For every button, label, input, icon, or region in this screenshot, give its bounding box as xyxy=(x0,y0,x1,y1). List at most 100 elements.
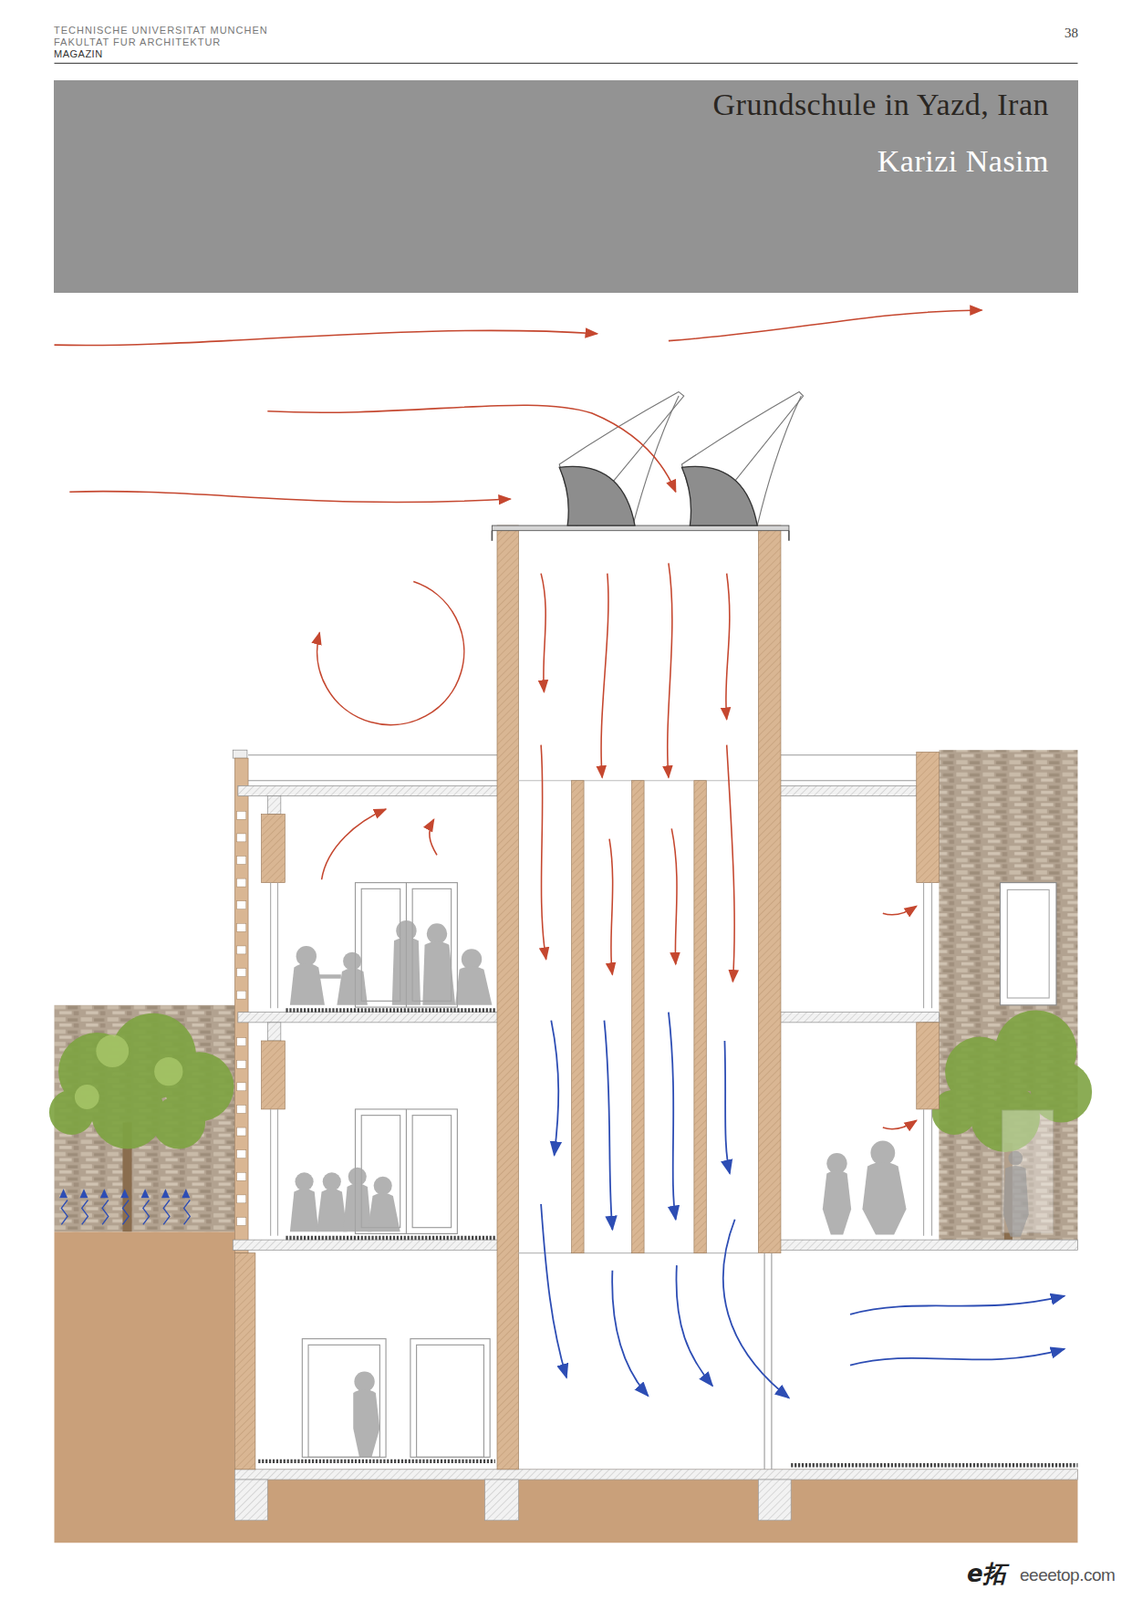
left-building xyxy=(237,1194,247,1204)
warm-air-arrow xyxy=(668,310,982,342)
left-courtyard xyxy=(163,1200,170,1226)
left-building xyxy=(248,754,498,756)
people xyxy=(290,1188,319,1232)
header-text: FAKULTAT FUR ARCHITEKTUR xyxy=(53,36,221,48)
warm-air-arrow xyxy=(671,828,677,965)
right-building xyxy=(923,882,925,1009)
right-building xyxy=(916,1022,940,1110)
people xyxy=(316,1188,348,1232)
left-building xyxy=(248,779,498,781)
right-facade xyxy=(1007,889,1049,998)
wind-tower xyxy=(770,1253,772,1470)
left-building xyxy=(355,1109,458,1234)
cool-air-arrow xyxy=(603,1020,613,1230)
left-building xyxy=(232,749,906,1470)
right-building xyxy=(924,882,933,1236)
right-building xyxy=(931,882,933,1009)
left-courtyard xyxy=(49,1013,234,1150)
ground xyxy=(235,1469,1079,1480)
title-text: Grundschule in Yazd, Iran xyxy=(713,87,1050,123)
right-building xyxy=(772,1239,1078,1250)
ground xyxy=(485,1479,520,1521)
people xyxy=(353,1370,374,1392)
left-building xyxy=(235,1253,256,1470)
warm-air-arrow xyxy=(882,1120,917,1129)
cool-air-arrow xyxy=(675,1265,713,1386)
warm-air-arrow xyxy=(321,809,386,880)
left-building xyxy=(237,1127,247,1136)
warm-air-arrow xyxy=(267,405,676,492)
right-facade xyxy=(1003,1165,1029,1237)
left-building xyxy=(270,882,279,1236)
left-courtyard xyxy=(141,1188,150,1198)
wind-tower xyxy=(559,392,684,527)
cool-air-arrow xyxy=(540,1012,1065,1399)
wind-tower xyxy=(788,530,790,541)
left-courtyard xyxy=(184,1200,191,1226)
ground xyxy=(235,1479,269,1521)
left-courtyard xyxy=(143,1200,150,1226)
warm-air-arrow xyxy=(429,819,437,855)
wind-tower xyxy=(757,395,801,526)
left-building xyxy=(267,796,281,815)
wind-tower xyxy=(559,466,635,526)
right-facade xyxy=(1007,1151,1023,1166)
warm-air-arrow xyxy=(882,905,917,914)
warm-air-arrow xyxy=(317,581,465,726)
left-building xyxy=(237,810,247,820)
left-building xyxy=(270,1109,271,1236)
people xyxy=(295,1172,314,1191)
left-courtyard xyxy=(74,1034,184,1110)
people xyxy=(342,952,362,971)
right-building xyxy=(780,754,917,756)
left-building xyxy=(237,968,247,977)
right-building xyxy=(780,779,917,781)
left-building xyxy=(237,833,247,842)
wind-tower xyxy=(491,525,790,531)
right-building xyxy=(931,1109,933,1236)
left-building xyxy=(238,1012,506,1023)
title-band: Grundschule in Yazd, IranKarizi Nasim xyxy=(53,80,1079,293)
header-text: TECHNISCHE UNIVERSITAT MUNCHEN xyxy=(53,24,269,36)
subtitle-text: Karizi Nasim xyxy=(877,144,1049,179)
left-building xyxy=(285,1235,495,1240)
people xyxy=(290,920,907,1457)
right-facade xyxy=(999,882,1057,1006)
left-building xyxy=(261,1040,286,1110)
left-courtyard xyxy=(91,1075,166,1150)
warm-air-arrow xyxy=(726,745,736,983)
warm-air-arrow xyxy=(540,745,547,960)
left-building xyxy=(267,1022,281,1041)
wind-tower xyxy=(497,525,519,1470)
people xyxy=(348,1167,367,1186)
wind-tower xyxy=(758,525,781,1254)
wind-tower xyxy=(694,780,707,1254)
right-facade xyxy=(1003,1151,1029,1237)
people xyxy=(318,974,342,978)
left-building xyxy=(237,856,247,865)
people xyxy=(367,1193,401,1233)
right-building xyxy=(772,1012,939,1023)
right-building xyxy=(923,1109,925,1236)
ground xyxy=(54,1231,1079,1543)
people xyxy=(342,1183,372,1233)
left-courtyard xyxy=(82,1200,89,1226)
header-rule xyxy=(54,62,1079,64)
left-building xyxy=(258,1459,496,1464)
right-facade xyxy=(932,749,1093,1240)
cool-air-arrow xyxy=(668,1012,676,1220)
left-building xyxy=(237,945,247,955)
people xyxy=(336,968,368,1006)
warm-air-arrow xyxy=(54,310,983,1130)
left-courtyard xyxy=(161,1188,170,1198)
left-courtyard xyxy=(95,1034,129,1068)
right-building xyxy=(790,1463,1078,1467)
left-courtyard xyxy=(59,1188,190,1198)
warm-air-arrow xyxy=(667,562,673,778)
people xyxy=(426,923,447,944)
cool-air-arrow xyxy=(723,1219,790,1399)
people xyxy=(422,941,456,1006)
left-building xyxy=(261,814,286,883)
left-building xyxy=(277,1109,279,1236)
left-courtyard xyxy=(120,1188,129,1198)
